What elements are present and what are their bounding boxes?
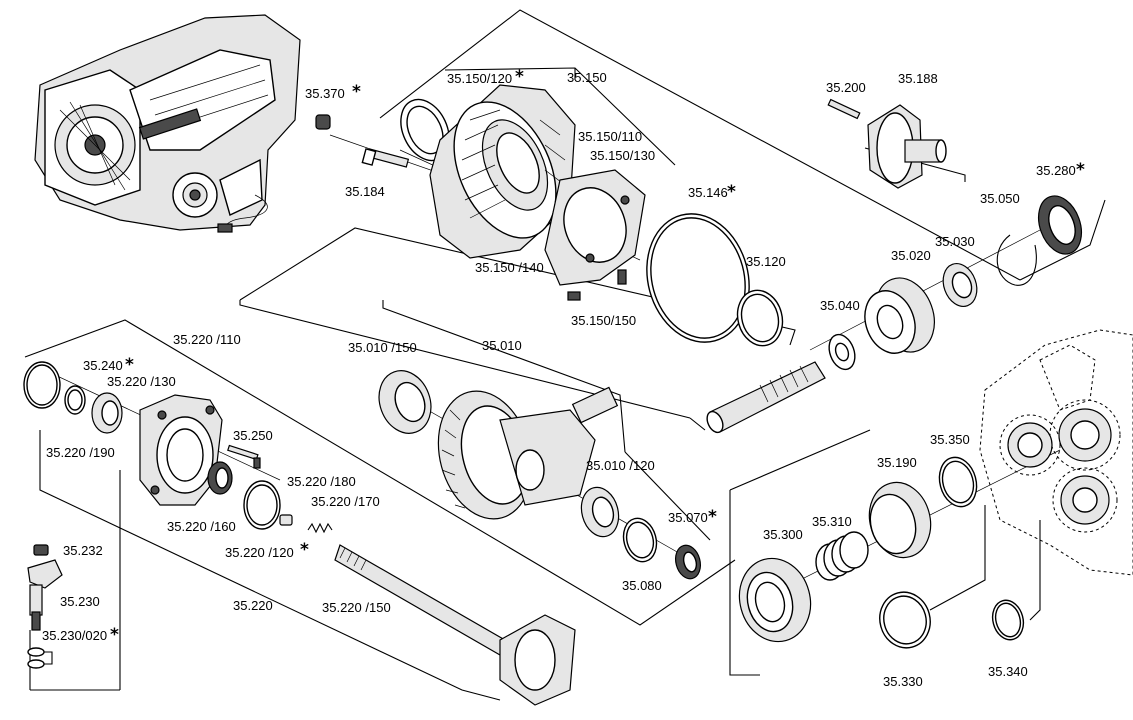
label-35-020: 35.020 <box>891 248 931 263</box>
flange-35-188 <box>827 98 947 189</box>
label-35-030: 35.030 <box>935 234 975 249</box>
label-35-188: 35.188 <box>898 71 938 86</box>
label-35-146-asterisk: * <box>727 182 736 202</box>
label-35-150-150: 35.150/150 <box>571 313 636 328</box>
label-35-150: 35.150 <box>567 70 607 85</box>
label-35-370-asterisk: * <box>352 82 361 102</box>
label-35-220-180: 35.220 /180 <box>287 474 356 489</box>
label-35-220-160: 35.220 /160 <box>167 519 236 534</box>
label-35-230: 35.230 <box>60 594 100 609</box>
label-35-150-120-asterisk: * <box>515 67 524 87</box>
label-35-230-020: 35.230/020 <box>42 628 107 643</box>
label-35-050: 35.050 <box>980 191 1020 206</box>
label-35-310: 35.310 <box>812 514 852 529</box>
part-labels: 35.370 * 35.150/120 * 35.150 35.150/110 … <box>42 67 1085 689</box>
label-35-220-120-asterisk: * <box>300 540 309 560</box>
label-35-070: 35.070 <box>668 510 708 525</box>
label-35-220-150: 35.220 /150 <box>322 600 391 615</box>
differential-35-010 <box>378 370 701 580</box>
label-35-010-120: 35.010 /120 <box>586 458 655 473</box>
label-35-200: 35.200 <box>826 80 866 95</box>
label-35-150-120: 35.150/120 <box>447 71 512 86</box>
side-cover-35-220 <box>23 361 576 706</box>
sensor-35-230 <box>27 544 63 669</box>
label-35-150-130: 35.150/130 <box>590 148 655 163</box>
label-35-010-150: 35.010 /150 <box>348 340 417 355</box>
label-35-220-110: 35.220 /110 <box>173 332 241 347</box>
label-35-220-190: 35.220 /190 <box>46 445 115 460</box>
label-35-220: 35.220 <box>233 598 273 613</box>
label-35-070-asterisk: * <box>708 507 717 527</box>
label-35-010: 35.010 <box>482 338 522 353</box>
housing-35-150 <box>315 84 784 347</box>
label-35-190: 35.190 <box>877 455 917 470</box>
label-35-080: 35.080 <box>622 578 662 593</box>
label-35-230-020-asterisk: * <box>110 625 119 645</box>
label-35-220-120: 35.220 /120 <box>225 545 294 560</box>
label-35-280-asterisk: * <box>1076 160 1085 180</box>
label-35-350: 35.350 <box>930 432 970 447</box>
label-35-150-140: 35.150 /140 <box>475 260 544 275</box>
label-35-146: 35.146 <box>688 185 728 200</box>
label-35-232: 35.232 <box>63 543 103 558</box>
shaft-bearing-group <box>706 195 1083 434</box>
label-35-280: 35.280 <box>1036 163 1076 178</box>
label-35-040: 35.040 <box>820 298 860 313</box>
label-35-220-130: 35.220 /130 <box>107 374 176 389</box>
transmission-assembly-illustration <box>34 14 301 233</box>
label-35-220-170: 35.220 /170 <box>311 494 380 509</box>
label-35-120: 35.120 <box>746 254 786 269</box>
label-35-330: 35.330 <box>883 674 923 689</box>
label-35-240-asterisk: * <box>125 355 134 375</box>
label-35-250: 35.250 <box>233 428 273 443</box>
lower-right-group <box>738 456 1025 649</box>
label-35-184: 35.184 <box>345 184 385 199</box>
label-35-370: 35.370 <box>305 86 345 101</box>
label-35-240: 35.240 <box>83 358 123 373</box>
transmission-housing-outline <box>979 329 1133 576</box>
label-35-340: 35.340 <box>988 664 1028 679</box>
label-35-150-110: 35.150/110 <box>578 129 642 144</box>
label-35-300: 35.300 <box>763 527 803 542</box>
